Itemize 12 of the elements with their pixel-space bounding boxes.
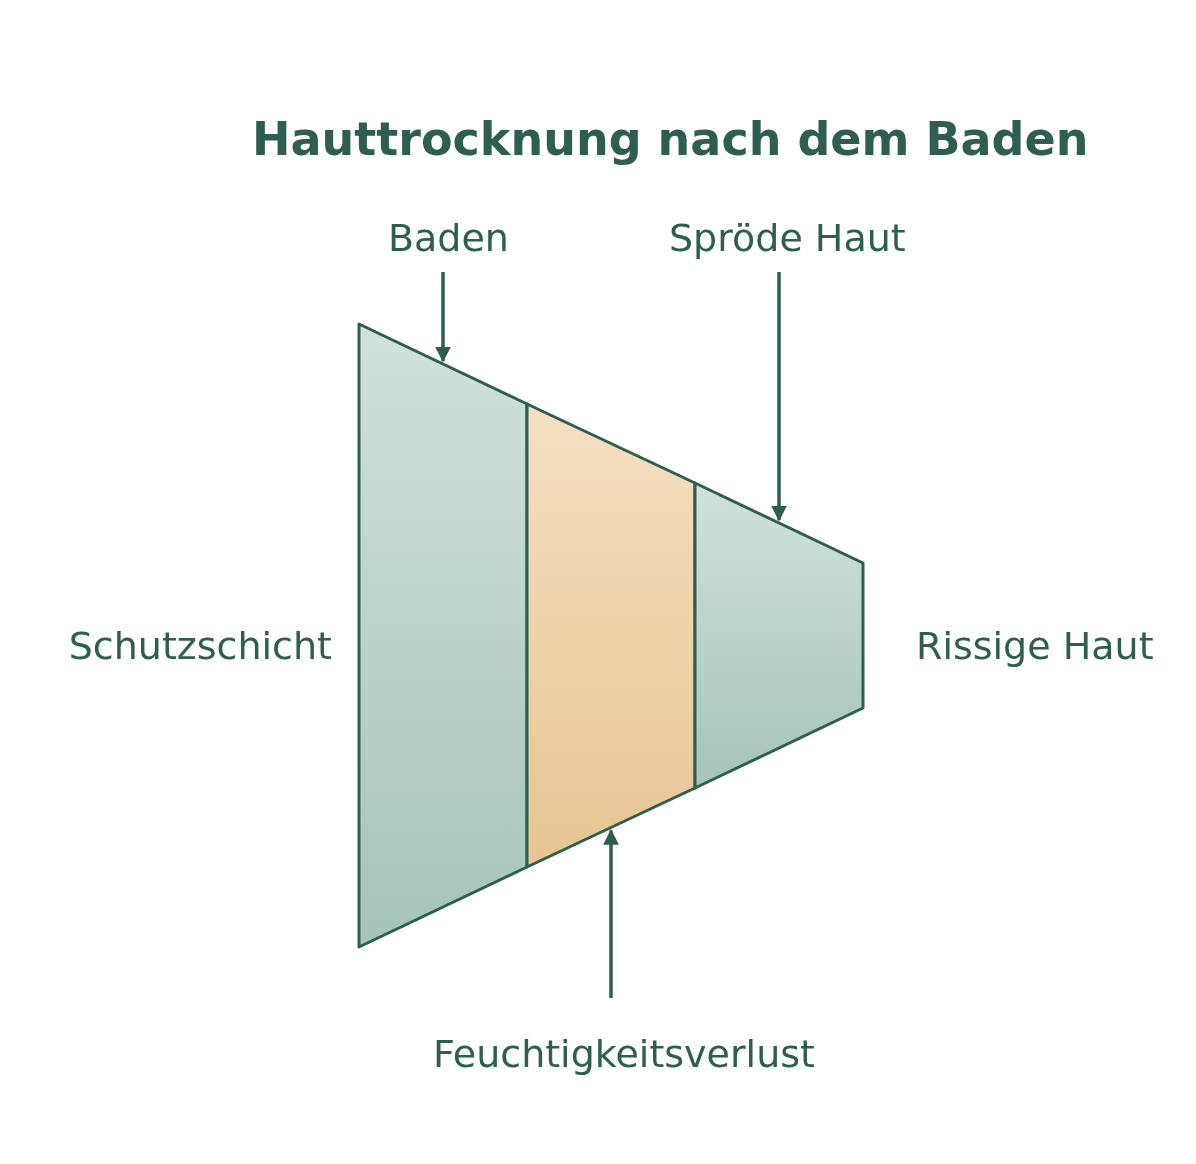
arrow [435, 272, 451, 363]
label-text: Baden [388, 216, 509, 260]
label-text: Feuchtigkeitsverlust [433, 1032, 815, 1076]
side-label: Schutzschicht [68, 624, 332, 668]
funnel-segment [527, 404, 695, 867]
label-text: Spröde Haut [669, 216, 906, 260]
funnel-segment [359, 324, 527, 947]
arrow [771, 272, 787, 522]
arrow [603, 828, 619, 998]
side-label: Rissige Haut [916, 624, 1154, 668]
funnel-segment [695, 483, 863, 788]
title: Hauttrocknung nach dem Baden [252, 112, 1089, 166]
